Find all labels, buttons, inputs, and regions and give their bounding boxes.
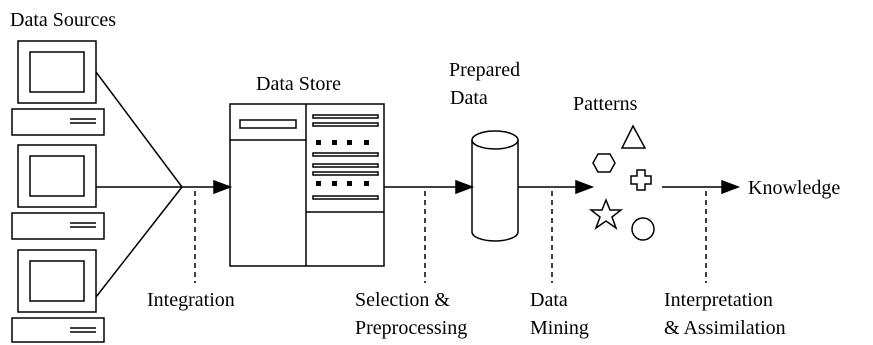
- integration-label: Integration: [147, 289, 235, 311]
- triangle-icon: [620, 124, 647, 149]
- hexagon-icon: [592, 153, 616, 173]
- computer-icon-2: [11, 144, 105, 240]
- prepared-data-label-line1: Prepared: [449, 59, 521, 81]
- arrow-data-mining: [518, 179, 595, 195]
- selection-label-line1: Selection &: [355, 289, 450, 311]
- patterns-label: Patterns: [573, 93, 638, 115]
- integration-converging-lines: [95, 71, 183, 298]
- cross-icon: [630, 169, 652, 191]
- data-store-label: Data Store: [256, 73, 341, 95]
- arrow-integration: [182, 179, 233, 195]
- data-mining-label-line1: Data: [530, 289, 568, 311]
- selection-label-line2: Preprocessing: [355, 317, 468, 339]
- knowledge-label: Knowledge: [748, 177, 841, 199]
- interpretation-label-line2: & Assimilation: [664, 317, 786, 339]
- interpretation-label-line1: Interpretation: [664, 289, 773, 311]
- data-store-server-icon: [229, 103, 385, 267]
- database-cylinder-icon: [471, 130, 519, 242]
- computer-icon-1: [11, 40, 105, 136]
- computer-icon-3: [11, 249, 105, 343]
- arrow-selection: [384, 179, 475, 195]
- prepared-data-label-line2: Data: [450, 87, 488, 109]
- data-sources-label: Data Sources: [10, 9, 117, 31]
- star-icon: [588, 197, 624, 230]
- arrow-interpretation: [662, 179, 741, 195]
- circle-icon: [631, 217, 655, 241]
- data-mining-label-line2: Mining: [530, 317, 589, 339]
